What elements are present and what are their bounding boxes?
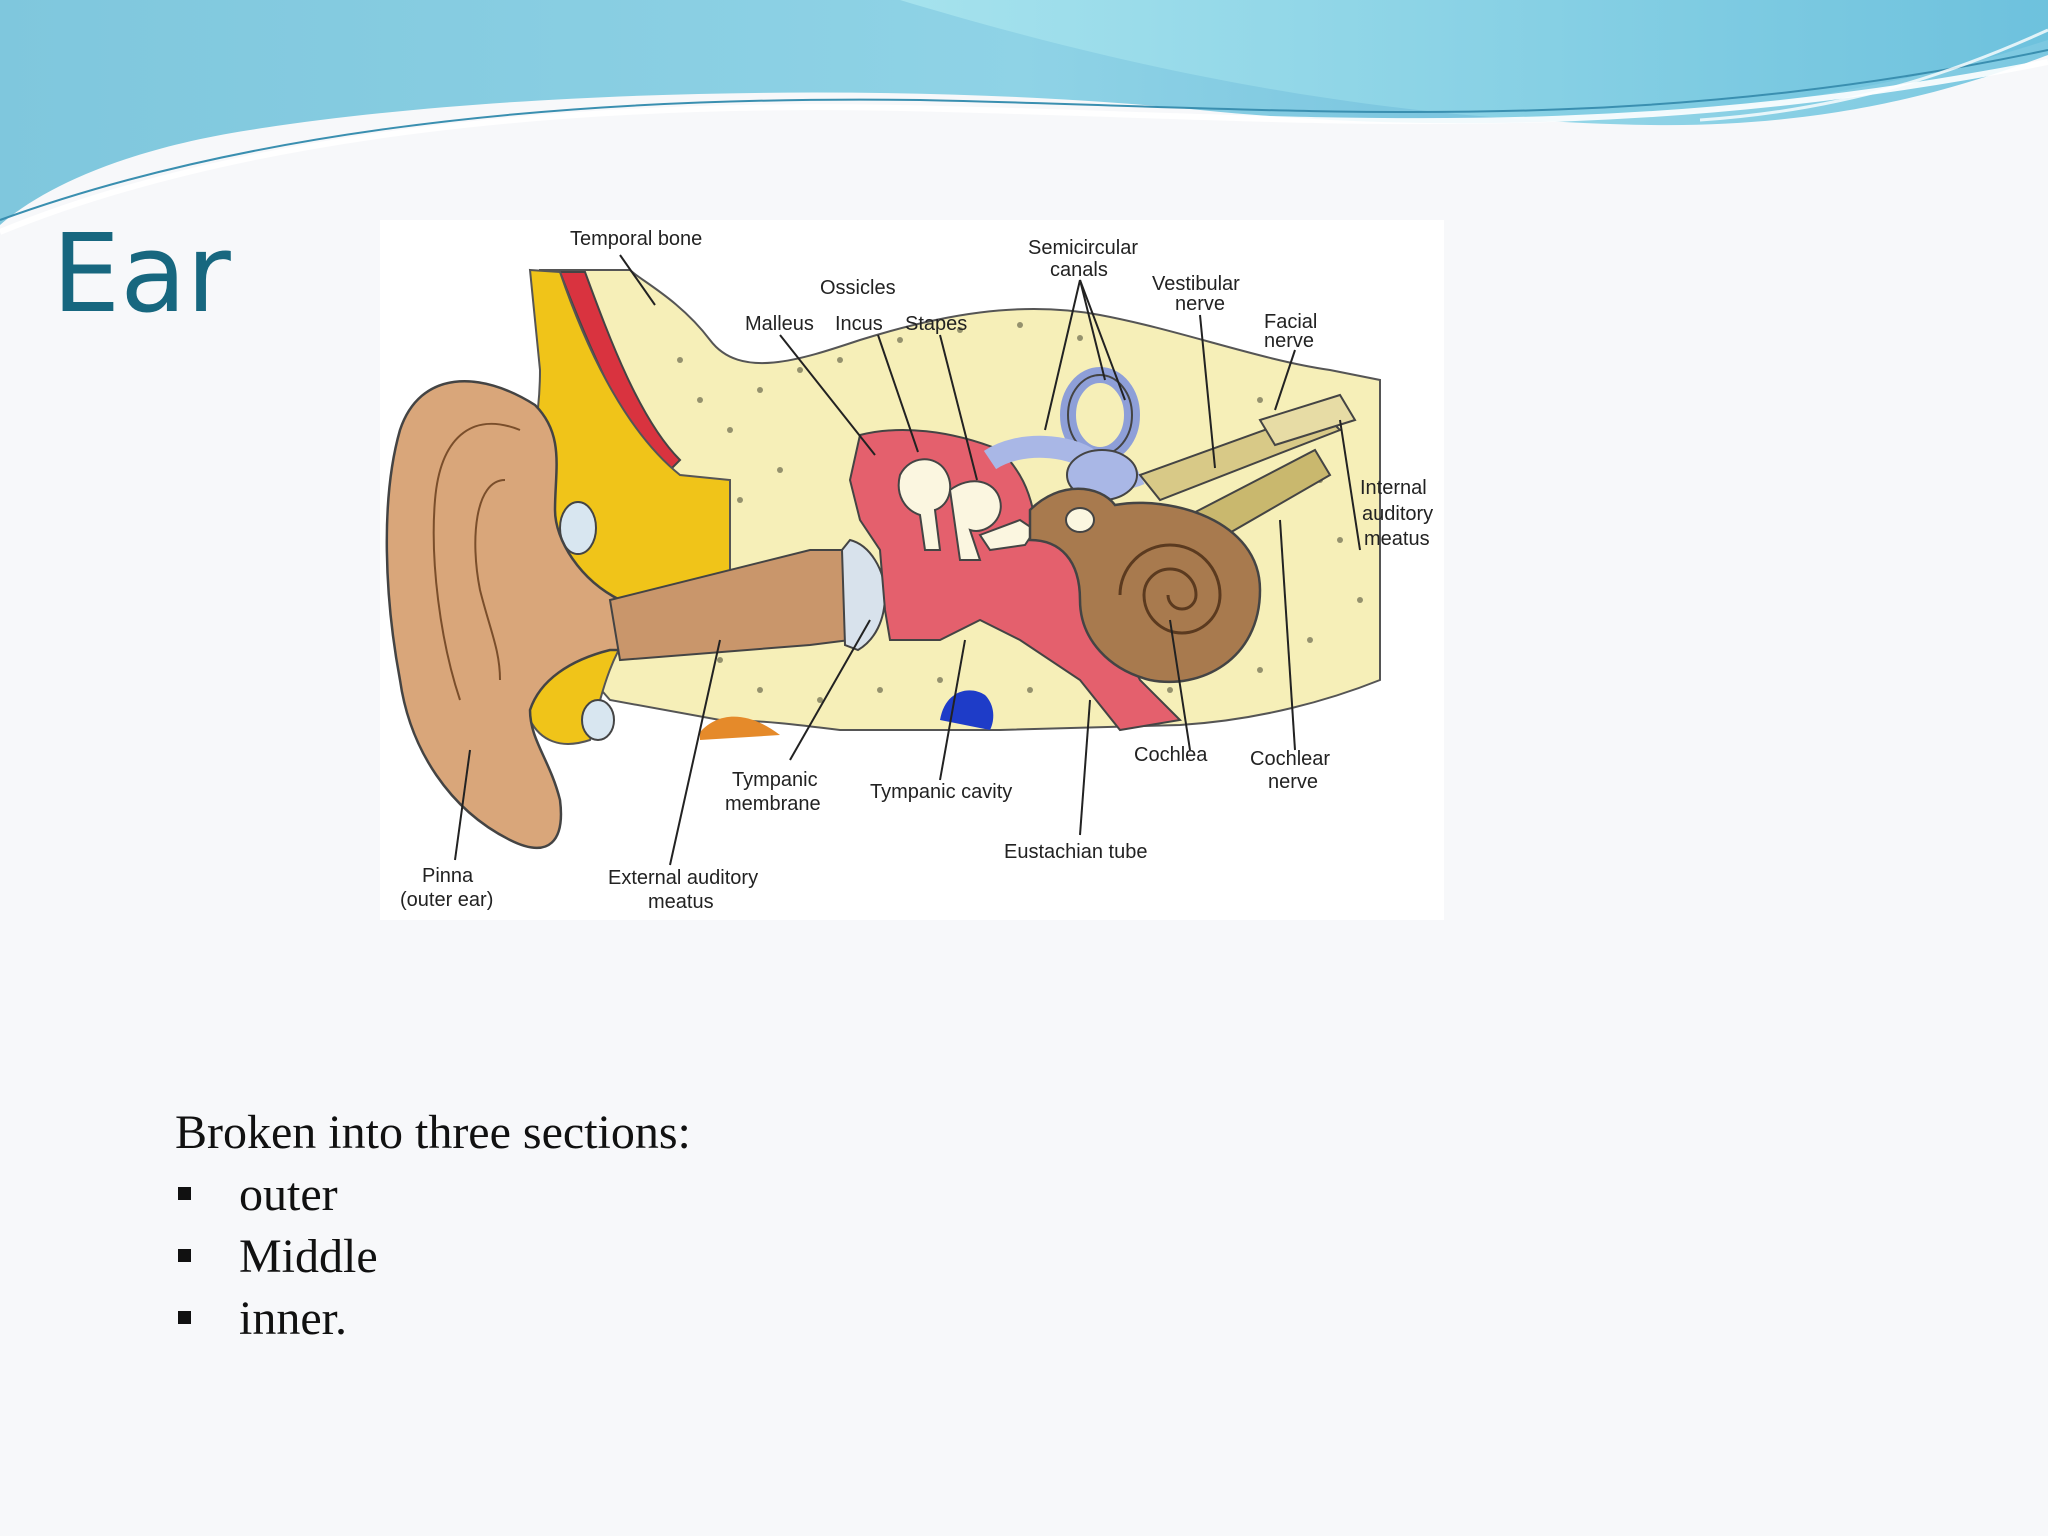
- label-pinna-line2: (outer ear): [400, 889, 493, 911]
- ear-anatomy-diagram: Temporal bone Ossicles Malleus Incus Sta…: [380, 220, 1444, 920]
- label-tympanic-membrane-line1: Tympanic: [732, 769, 818, 791]
- slide-title: Ear: [52, 212, 231, 337]
- square-bullet-icon: [178, 1311, 191, 1324]
- list-item: outer: [175, 1164, 691, 1226]
- facial-nerve-shape: [1258, 393, 1357, 447]
- label-ossicles: Ossicles: [820, 277, 896, 299]
- square-bullet-icon: [178, 1249, 191, 1262]
- label-vestibular-line1: Vestibular: [1152, 273, 1240, 295]
- label-eustachian-tube: Eustachian tube: [1004, 841, 1147, 863]
- label-facial-line1: Facial: [1264, 311, 1317, 333]
- label-internal-line1: Internal: [1360, 477, 1427, 499]
- label-semicircular-line2: canals: [1050, 259, 1108, 281]
- label-stapes: Stapes: [905, 313, 967, 335]
- label-vestibular-line2: nerve: [1175, 293, 1225, 315]
- square-bullet-icon: [178, 1187, 191, 1200]
- list-item: inner.: [175, 1288, 691, 1350]
- pinna-shape: [385, 380, 732, 850]
- label-cochlear-line1: Cochlear: [1250, 748, 1330, 770]
- body-intro: Broken into three sections:: [175, 1106, 691, 1159]
- list-item-label: inner.: [239, 1292, 347, 1345]
- label-internal-line3: meatus: [1364, 528, 1430, 550]
- label-cochlea: Cochlea: [1134, 744, 1208, 766]
- label-malleus: Malleus: [745, 313, 814, 335]
- label-cochlear-line2: nerve: [1268, 771, 1318, 793]
- label-tympanic-membrane-line2: membrane: [725, 793, 821, 815]
- ossicles-shape: [897, 458, 952, 551]
- label-incus: Incus: [835, 313, 883, 335]
- section-list: outer Middle inner.: [175, 1164, 691, 1350]
- label-temporal-bone: Temporal bone: [570, 228, 702, 250]
- semicircular-canals-shape: [983, 367, 1145, 501]
- label-internal-line2: auditory: [1362, 503, 1433, 525]
- cochlea-shape: [1028, 487, 1262, 684]
- wave-banner: [0, 0, 2048, 235]
- slide-body: Broken into three sections: outer Middle…: [175, 1102, 691, 1350]
- label-tympanic-cavity: Tympanic cavity: [870, 781, 1012, 803]
- label-external-line1: External auditory: [608, 867, 758, 889]
- list-item-label: outer: [239, 1168, 338, 1221]
- list-item: Middle: [175, 1226, 691, 1288]
- label-semicircular-line1: Semicircular: [1028, 237, 1138, 259]
- label-external-line2: meatus: [648, 891, 714, 913]
- list-item-label: Middle: [239, 1230, 378, 1283]
- label-facial-line2: nerve: [1264, 330, 1314, 352]
- label-pinna-line1: Pinna: [422, 865, 474, 887]
